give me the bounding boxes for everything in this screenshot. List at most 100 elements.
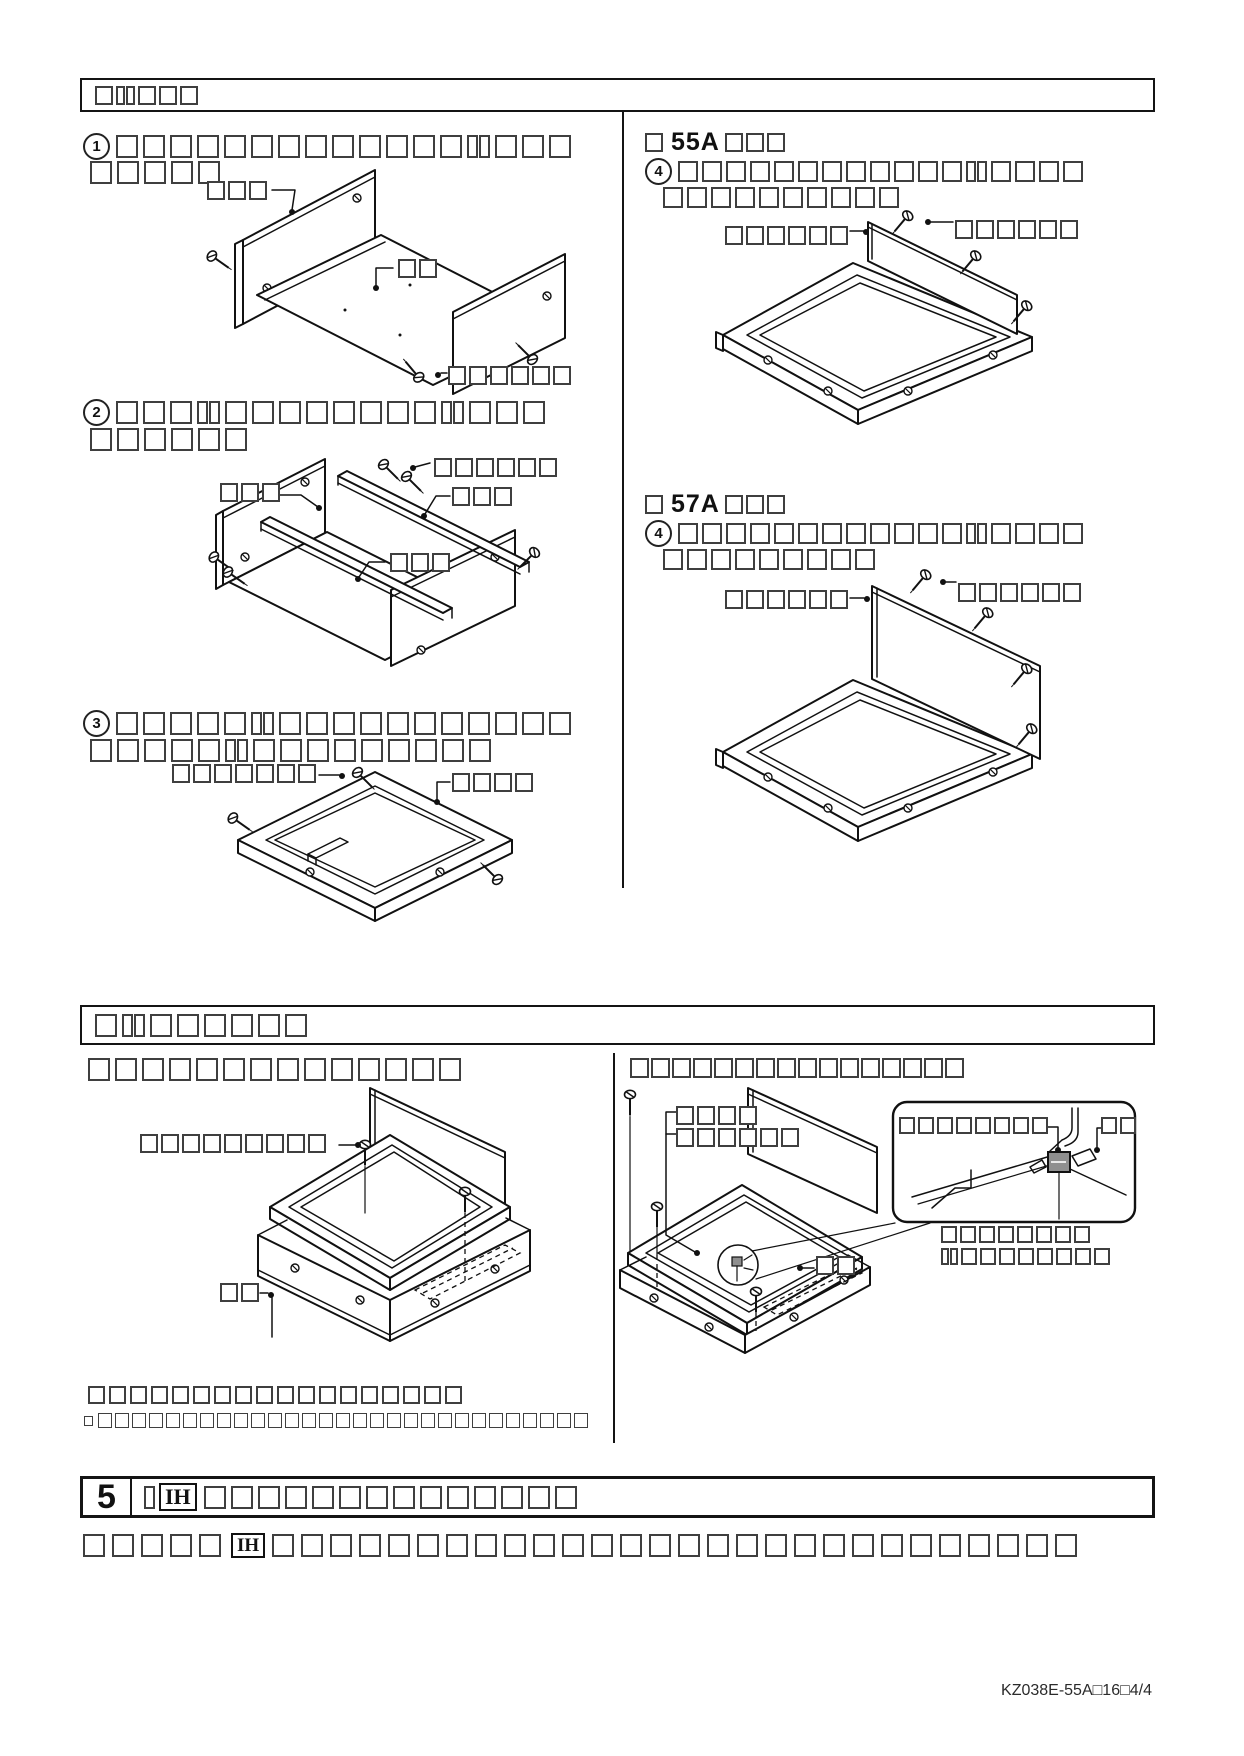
step2-line1: 2 xyxy=(83,399,550,426)
tofu-box xyxy=(361,1386,378,1404)
tofu-box xyxy=(553,366,571,385)
section5-header-bar: 5 IH xyxy=(80,1476,1155,1518)
tofu-box xyxy=(476,458,494,477)
tofu-box xyxy=(230,1485,253,1509)
tofu-box xyxy=(414,712,436,735)
tofu-box xyxy=(143,135,165,158)
tofu-box xyxy=(557,1413,571,1428)
tofu-box xyxy=(151,1386,168,1404)
tofu-box xyxy=(549,135,571,158)
v55-model: 55A xyxy=(671,128,720,156)
tofu-box xyxy=(672,1058,691,1078)
tofu-box xyxy=(390,553,408,572)
d57-label-panel xyxy=(725,590,851,609)
tofu-box xyxy=(533,1534,556,1557)
tofu-box xyxy=(924,1058,943,1078)
tofu-box xyxy=(939,1534,962,1557)
tofu-box xyxy=(223,1058,245,1081)
tofu-box xyxy=(285,1013,307,1037)
tofu-box xyxy=(126,85,135,105)
tofu-box xyxy=(473,487,491,506)
diagram-step1-panels xyxy=(204,169,566,395)
tofu-box xyxy=(235,764,253,783)
tofu-box xyxy=(837,1256,855,1275)
tofu-box xyxy=(739,1106,757,1125)
tofu-box xyxy=(1039,161,1059,182)
tofu-box xyxy=(807,549,827,570)
tofu-box xyxy=(1120,1117,1136,1134)
variant-55A-header: 55A xyxy=(645,128,788,157)
tofu-box xyxy=(515,773,533,792)
tofu-box xyxy=(767,590,785,609)
tofu-box xyxy=(252,401,274,424)
tofu-box xyxy=(961,1248,977,1265)
step1-text xyxy=(116,135,576,158)
tofu-box xyxy=(1021,583,1039,602)
tofu-box xyxy=(676,1128,694,1147)
tofu-box xyxy=(122,1013,133,1037)
tofu-box xyxy=(414,401,436,424)
tofu-box xyxy=(203,1134,221,1153)
tofu-box xyxy=(144,1485,155,1509)
tofu-box xyxy=(490,366,508,385)
tofu-box xyxy=(472,1413,486,1428)
section5-number: 5 xyxy=(83,1478,132,1516)
tofu-box xyxy=(1063,161,1083,182)
br-sub-line2 xyxy=(941,1248,1113,1265)
tofu-box xyxy=(750,161,770,182)
tofu-box xyxy=(1036,1226,1052,1243)
tofu-box xyxy=(130,1386,147,1404)
tofu-box xyxy=(214,764,232,783)
tofu-box xyxy=(807,187,827,208)
tofu-box xyxy=(1063,523,1083,544)
tofu-box xyxy=(1055,1226,1071,1243)
tofu-box xyxy=(172,1386,189,1404)
tofu-box xyxy=(798,161,818,182)
tofu-box xyxy=(88,1386,105,1404)
tofu-box xyxy=(90,739,112,762)
tofu-box xyxy=(816,1256,834,1275)
tofu-box xyxy=(473,773,491,792)
tofu-box xyxy=(941,1248,949,1265)
tofu-box xyxy=(452,487,470,506)
tofu-box xyxy=(115,1058,137,1081)
tofu-box xyxy=(1032,1117,1048,1134)
tofu-box xyxy=(306,712,328,735)
tofu-box xyxy=(523,401,545,424)
diagram-57A xyxy=(715,566,1041,842)
tofu-box xyxy=(253,739,275,762)
tofu-box xyxy=(277,764,295,783)
section-title-tofu xyxy=(95,85,201,105)
tofu-box xyxy=(132,1413,146,1428)
bl-note-line2 xyxy=(84,1413,591,1428)
tofu-box xyxy=(960,1226,976,1243)
tofu-box xyxy=(522,135,544,158)
tofu-box xyxy=(678,523,698,544)
tofu-box xyxy=(287,1134,305,1153)
tofu-box xyxy=(358,1058,380,1081)
tofu-box xyxy=(506,1413,520,1428)
tofu-box xyxy=(306,401,328,424)
tofu-box xyxy=(387,1413,401,1428)
tofu-box xyxy=(419,1485,442,1509)
tofu-box xyxy=(365,1485,388,1509)
tofu-box xyxy=(955,220,973,239)
tofu-box xyxy=(88,1058,110,1081)
column-divider-top xyxy=(622,112,624,888)
br-sub-line1 xyxy=(941,1226,1093,1243)
tofu-box xyxy=(1039,220,1057,239)
d55-label-screw xyxy=(955,220,1081,239)
tofu-box xyxy=(591,1534,614,1557)
tofu-box xyxy=(777,1058,796,1078)
tofu-box xyxy=(140,1134,158,1153)
step4b-text xyxy=(678,523,1087,544)
tofu-box xyxy=(979,1226,995,1243)
tofu-box xyxy=(170,1534,192,1557)
tofu-box xyxy=(332,135,354,158)
tofu-box xyxy=(494,773,512,792)
tofu-box xyxy=(910,1534,933,1557)
step2-text xyxy=(116,401,550,424)
tofu-box xyxy=(745,133,764,152)
tofu-box xyxy=(117,428,139,451)
diagram-bottom-left xyxy=(257,1087,531,1342)
